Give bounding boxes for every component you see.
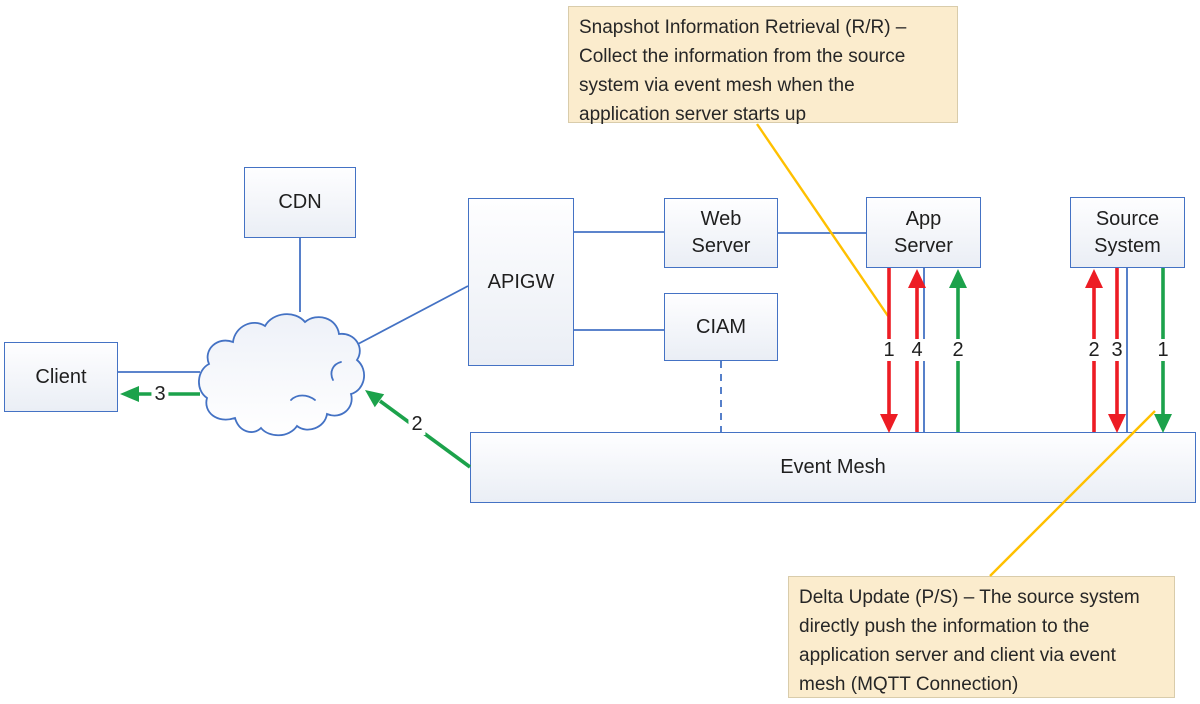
node-cdn-label: CDN — [278, 191, 322, 213]
flow-label-app-down-1: 1 — [880, 339, 898, 361]
node-source-system: Source System — [1070, 197, 1185, 268]
connector-cloud-apigw — [357, 285, 469, 345]
flow-label-cloud-to-client-3: 3 — [151, 383, 169, 405]
flow-label-source-down-3: 3 — [1108, 339, 1126, 361]
internet-cloud-shape — [198, 313, 365, 437]
note-delta-update: Delta Update (P/S) – The source system d… — [788, 576, 1175, 698]
note-delta-text: Delta Update (P/S) – The source system d… — [799, 587, 1140, 695]
flow-label-source-up-2: 2 — [1085, 339, 1103, 361]
node-event-mesh-label: Event Mesh — [780, 456, 886, 478]
note-snapshot-text: Snapshot Information Retrieval (R/R) – C… — [579, 17, 907, 125]
note-snapshot-retrieval: Snapshot Information Retrieval (R/R) – C… — [568, 6, 958, 125]
node-ciam: CIAM — [664, 293, 778, 361]
flow-label-app-up-2: 2 — [949, 339, 967, 361]
node-event-mesh: Event Mesh — [470, 432, 1196, 503]
node-client-label: Client — [35, 365, 87, 388]
flow-label-mesh-to-cloud-2: 2 — [408, 413, 426, 435]
node-apigw-label: APIGW — [487, 270, 555, 293]
node-web-server: Web Server — [664, 198, 778, 268]
flow-label-app-up-4: 4 — [908, 339, 926, 361]
node-source-system-label: Source System — [1094, 207, 1161, 257]
flow-label-source-down-1: 1 — [1154, 339, 1172, 361]
node-cdn: CDN — [244, 167, 356, 238]
node-apigw: APIGW — [468, 198, 574, 366]
node-app-server: App Server — [866, 197, 981, 268]
node-ciam-label: CIAM — [696, 315, 746, 338]
node-client: Client — [4, 342, 118, 412]
node-app-server-label: App Server — [894, 207, 953, 257]
node-web-server-label: Web Server — [691, 208, 751, 257]
